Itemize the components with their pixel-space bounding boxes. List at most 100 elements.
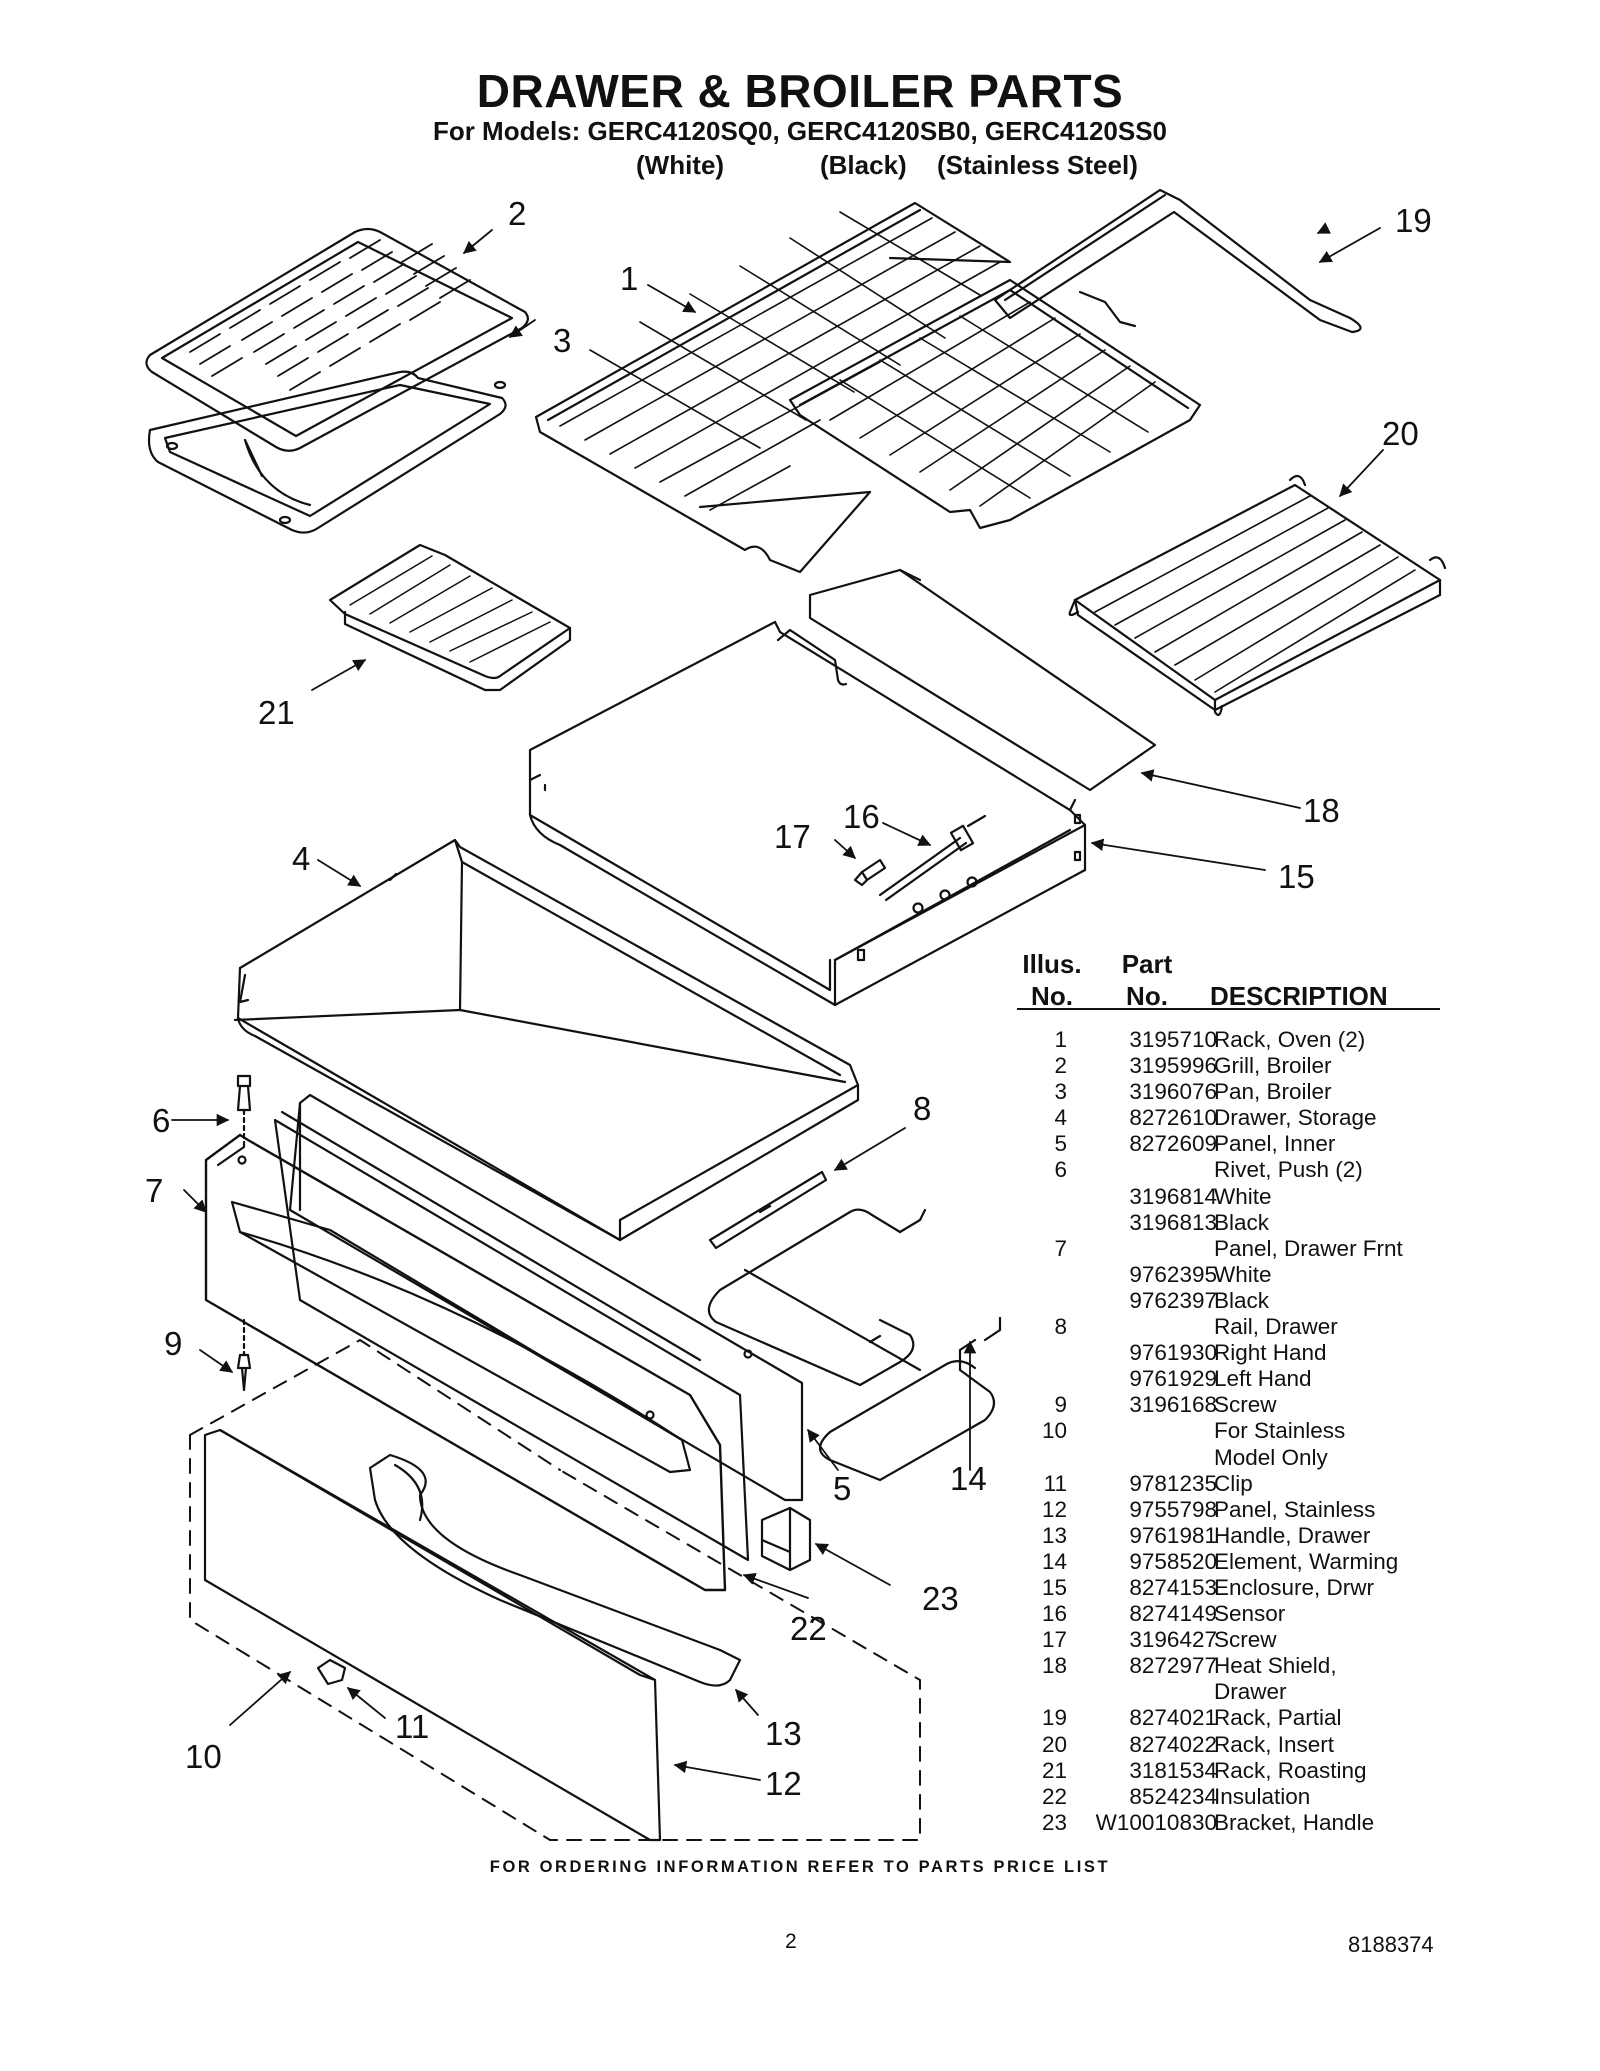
part-description: Rivet, Push (2) [1214,1157,1363,1183]
part-number: 3181534 [1129,1757,1217,1783]
part-description: Black [1214,1209,1270,1235]
part-number: 8272610 [1129,1105,1217,1131]
part-number: 3195710 [1129,1027,1217,1052]
part-number: 8274022 [1129,1731,1217,1757]
callout-17: 17 [774,818,811,855]
part-description: Screw [1214,1392,1277,1418]
table-header-illus: Illus. No. [1022,949,1082,1011]
drawer-rail-part [708,1170,828,1250]
illus-number: 18 [1041,1653,1067,1679]
part-description: Black [1214,1287,1270,1313]
part-number: 9781235 [1129,1470,1217,1496]
callout-1: 1 [620,260,638,297]
callout-8: 8 [913,1090,931,1127]
callout-6: 6 [152,1102,170,1139]
part-number: 9758520 [1129,1548,1217,1574]
part-description: Rack, Oven (2) [1214,1027,1366,1052]
table-row: 6 Rivet, Push (2) [1017,1157,1477,1183]
illus-number: 4 [1054,1105,1067,1131]
partial-rack-part [993,188,1362,334]
part-number: 3196813 [1129,1209,1217,1235]
callout-9: 9 [164,1325,182,1362]
inner-panel-part [288,1093,804,1502]
sensor-part [878,814,987,902]
part-description: Rack, Roasting [1214,1757,1367,1783]
stainless-option-outline [189,1339,921,1841]
screw-17-part [853,858,887,887]
part-number: 9761929 [1129,1366,1217,1392]
drawer-front-panel-part [204,1133,727,1592]
illus-number: 23 [1041,1809,1067,1835]
callout-labels: 1 2 3 4 5 6 7 8 9 10 11 12 13 14 15 16 1… [145,195,1432,1802]
illus-number: 9 [1054,1392,1067,1418]
oven-rack-part [534,201,1012,574]
drawer-handle-part [368,1453,742,1687]
part-description: Drawer [1214,1679,1287,1705]
part-description: Rack, Partial [1214,1705,1342,1731]
callout-21: 21 [258,694,295,731]
finish-stainless: (Stainless Steel) [937,150,1138,180]
heat-shield-part [808,568,1157,792]
callout-7: 7 [145,1172,163,1209]
part-number: 3195996 [1129,1053,1217,1079]
part-number: 9761981 [1129,1522,1217,1548]
part-description: Panel, Drawer Frnt [1214,1235,1403,1261]
illus-number: 6 [1054,1157,1067,1183]
illus-number: 20 [1041,1731,1067,1757]
part-description: Bracket, Handle [1214,1809,1375,1835]
part-number: 3196168 [1129,1392,1217,1418]
illus-number: 19 [1041,1705,1067,1731]
page-number: 2 [785,1930,797,1953]
part-description: Insulation [1214,1783,1311,1809]
callout-4: 4 [292,840,310,877]
part-number: 9762397 [1129,1287,1217,1313]
part-number: 8524234 [1129,1783,1217,1809]
illus-number: 22 [1041,1783,1067,1809]
part-number: W10010830 [1095,1809,1217,1835]
callout-12: 12 [765,1765,802,1802]
part-description: Left Hand [1214,1366,1312,1392]
part-description: Rail, Drawer [1214,1314,1338,1340]
callout-10: 10 [185,1738,222,1775]
illus-number: 12 [1041,1496,1067,1522]
illus-number: 2 [1054,1053,1067,1079]
callout-22: 22 [790,1610,827,1647]
ordering-note: FOR ORDERING INFORMATION REFER TO PARTS … [489,1858,1111,1876]
drawer-enclosure-part [528,620,1087,1007]
illus-number: 21 [1041,1757,1067,1783]
callout-20: 20 [1382,415,1419,452]
push-rivet-part [236,1074,252,1152]
part-number: 8274149 [1129,1601,1217,1627]
part-number: 3196427 [1129,1627,1217,1653]
table-row: Model Only [1017,1445,1477,1471]
callout-19: 19 [1395,202,1432,239]
table-header-description: DESCRIPTION [1210,981,1388,1011]
illus-number: 15 [1041,1574,1067,1600]
screw-9-part [236,1318,252,1392]
part-description: Enclosure, Drwr [1214,1574,1375,1600]
illus-number: 17 [1041,1627,1067,1653]
part-number: 8274153 [1129,1574,1217,1600]
illus-number: 1 [1054,1027,1067,1052]
callout-3: 3 [553,322,571,359]
